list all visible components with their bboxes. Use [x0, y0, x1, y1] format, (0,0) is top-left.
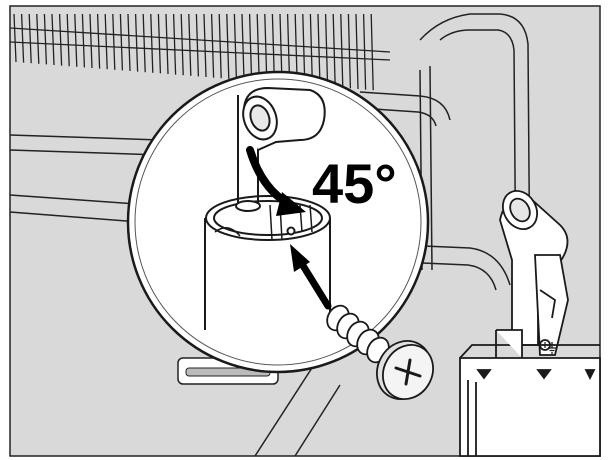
coil-fin — [188, 13, 192, 76]
coil-fin — [203, 13, 207, 78]
coil-fin — [127, 13, 131, 72]
coil-fin — [347, 13, 352, 89]
coil-fin — [218, 13, 222, 79]
coil-fin — [324, 13, 329, 87]
coil-fin — [51, 13, 55, 66]
coil-fin — [241, 13, 245, 81]
coil-fin — [302, 13, 306, 85]
coil-fin — [142, 13, 146, 73]
pointer-arrow-icon — [290, 244, 332, 310]
coil-fin — [66, 13, 70, 67]
coil-fin — [264, 13, 268, 82]
coil-fin — [362, 13, 367, 90]
coil-fin — [309, 13, 314, 86]
coil-fin — [134, 13, 139, 72]
control-box — [459, 329, 601, 457]
coil-fin — [20, 13, 25, 63]
coil-fin — [332, 13, 336, 88]
coil-fin — [150, 13, 154, 73]
coil-fin — [210, 13, 215, 78]
coil-fin — [256, 13, 260, 82]
coil-fin — [104, 13, 108, 70]
coil-fin — [195, 13, 200, 77]
rotation-arrow-icon — [246, 146, 306, 216]
coil-fin — [165, 13, 169, 75]
magnifier-detail: 45° — [126, 70, 430, 374]
coil-fin — [119, 13, 124, 71]
coil-fin — [172, 13, 177, 75]
coil-fin — [112, 13, 116, 70]
coil-fin — [317, 13, 321, 87]
coil-fin — [180, 13, 184, 76]
coil-fin — [226, 13, 230, 79]
coil-fin — [248, 13, 253, 81]
coil-fin — [13, 13, 17, 63]
coil-fin — [340, 13, 344, 88]
coil-fin — [81, 13, 86, 68]
coil-fin — [43, 13, 48, 65]
coil-fin — [157, 13, 162, 74]
coil-fin — [58, 13, 63, 66]
coil-fin — [74, 13, 78, 67]
coil-fin — [89, 13, 93, 69]
coil-fin — [28, 13, 32, 64]
phillips-screw-icon — [326, 304, 434, 400]
coil-fin — [355, 13, 359, 90]
coil-fin — [233, 13, 238, 80]
condenser-coil — [9, 13, 391, 91]
right-pipe-assembly — [499, 190, 569, 356]
angle-label: 45° — [312, 152, 397, 215]
coil-fin — [36, 13, 40, 64]
coil-fin — [96, 13, 101, 69]
coil-fin — [370, 13, 374, 91]
